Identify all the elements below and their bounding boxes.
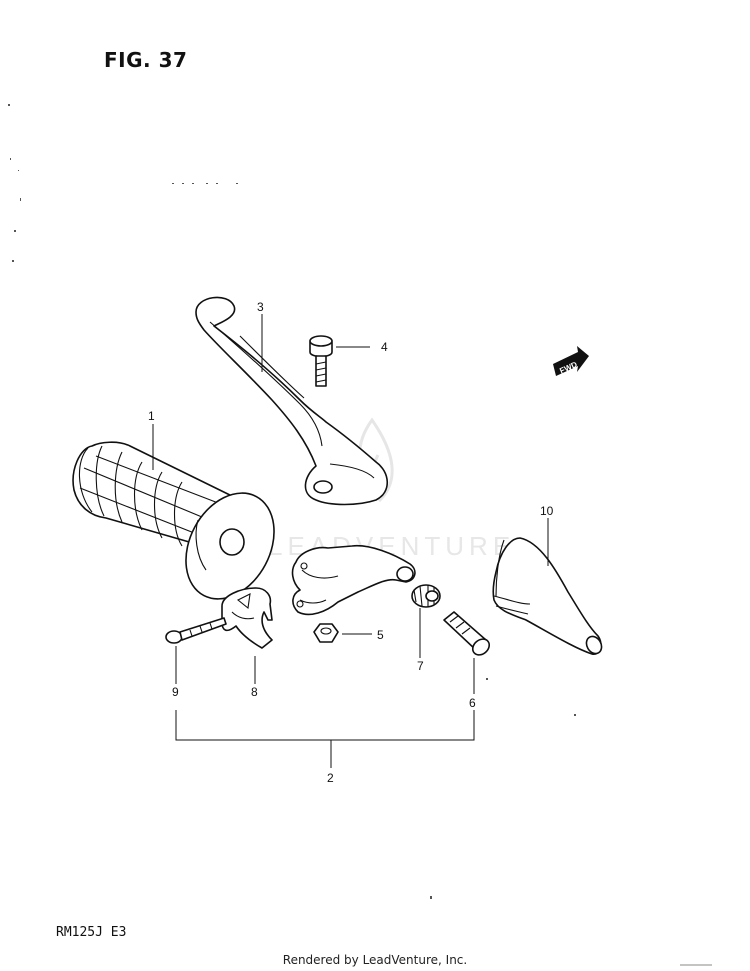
callout-6: 6 (469, 696, 476, 710)
lever-bolt-part (309, 335, 333, 387)
model-code: RM125J E3 (56, 925, 127, 940)
fwd-arrow-icon: FWD (553, 346, 589, 376)
callout-8: 8 (251, 685, 258, 699)
figure-title: FIG. 37 (104, 48, 188, 72)
leader-lines (152, 314, 549, 768)
lever-part (195, 296, 389, 506)
callout-9: 9 (172, 685, 179, 699)
grip-part (72, 441, 275, 600)
callout-5: 5 (377, 628, 384, 642)
callout-2: 2 (327, 771, 334, 785)
scan-specks (8, 104, 576, 899)
lever-cover-part (492, 537, 603, 655)
callout-4: 4 (381, 340, 388, 354)
perch-bracket-part (291, 544, 416, 616)
adjuster-bolt-part (443, 611, 491, 656)
callout-10: 10 (540, 504, 554, 518)
nut-part (313, 623, 339, 643)
footer-credit: Rendered by LeadVenture, Inc. (282, 953, 468, 967)
clamp-part (221, 587, 273, 649)
callout-7: 7 (417, 659, 424, 673)
adjuster-nut-part (411, 584, 441, 608)
callout-1: 1 (148, 409, 155, 423)
clamp-screw-part (165, 617, 227, 644)
callout-3: 3 (257, 300, 264, 314)
